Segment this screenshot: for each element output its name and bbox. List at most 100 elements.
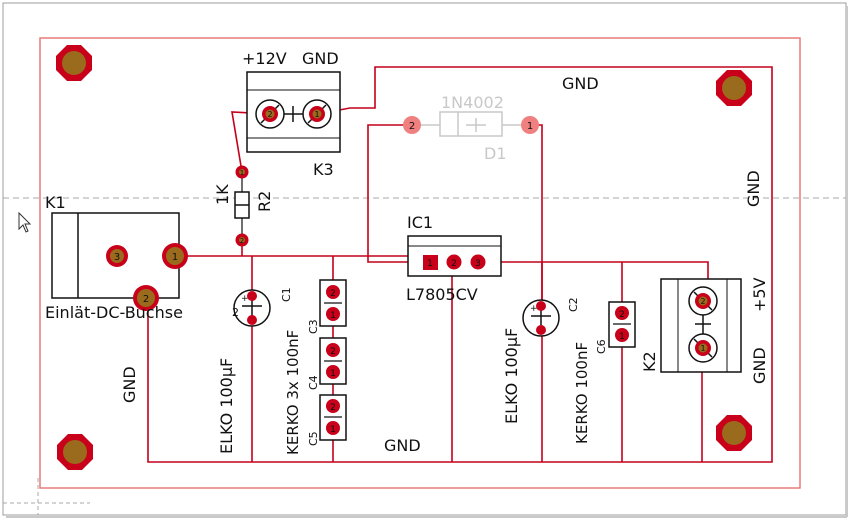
mounting-hole-top-right — [716, 70, 752, 106]
svg-text:2: 2 — [409, 121, 415, 132]
k3-label-plus12v: +12V — [242, 49, 287, 68]
k3-screw-2: 2 — [255, 99, 285, 129]
d1-pad-2: 2 — [403, 116, 421, 134]
c3-pad-1 — [326, 307, 340, 321]
mounting-hole-top-left — [56, 45, 92, 81]
board-outline — [39, 37, 801, 489]
c4-pad-2 — [326, 343, 340, 357]
svg-text:1: 1 — [172, 252, 178, 263]
svg-text:1: 1 — [619, 332, 625, 342]
ic1-ref: IC1 — [407, 213, 433, 232]
regulator-ic1[interactable]: 1 2 3 — [407, 235, 502, 277]
svg-text:2: 2 — [330, 403, 336, 413]
ic1-value: L7805CV — [406, 285, 478, 304]
k3-screw-1: 1 — [302, 99, 332, 129]
diode-d1[interactable]: 2 1 — [403, 111, 539, 137]
d1-pad-1: 1 — [521, 116, 539, 134]
capacitor-c2[interactable]: + — [522, 299, 560, 337]
kerko-group-value: KERKO 3x 100nF — [284, 330, 302, 455]
c6-pad-1 — [615, 328, 629, 342]
svg-text:3: 3 — [114, 252, 120, 263]
resistor-r2[interactable]: 1 2 — [234, 165, 250, 247]
svg-text:3: 3 — [475, 259, 481, 269]
capacitor-c4[interactable]: 2 1 — [319, 337, 347, 385]
mounting-hole-bottom-left — [57, 434, 93, 470]
svg-text:2: 2 — [619, 310, 625, 320]
r2-ref: R2 — [255, 191, 274, 212]
c3-ref: C3 — [307, 319, 320, 334]
ic1-pad-3: 3 — [470, 254, 486, 270]
capacitor-c1[interactable]: + 2 — [232, 289, 271, 327]
c6-pad-2 — [615, 306, 629, 320]
k3-pin-1: 1 — [314, 110, 319, 119]
svg-text:1: 1 — [330, 425, 336, 435]
c5-pad-1 — [326, 421, 340, 435]
k2-screw-1: 1 — [688, 333, 718, 363]
k3-ref: K3 — [313, 160, 334, 179]
k2-ref: K2 — [640, 351, 659, 372]
k2-screw-2: 2 — [688, 286, 718, 316]
r2-pad-2: 2 — [235, 233, 249, 247]
c2-value: ELKO 100µF — [502, 328, 521, 424]
c2-plus-sign: + — [530, 304, 538, 314]
connector-k3[interactable]: 2 1 — [246, 71, 341, 153]
capacitor-c5[interactable]: 2 1 — [319, 394, 347, 441]
svg-text:2: 2 — [330, 347, 336, 357]
mounting-hole-bottom-right — [716, 415, 752, 451]
k3-label-gnd: GND — [302, 49, 339, 68]
c1-pin-labels: 2 — [232, 306, 239, 319]
svg-text:1: 1 — [240, 169, 244, 177]
svg-text:2: 2 — [240, 237, 244, 245]
ic1-pad-2: 2 — [446, 254, 462, 270]
k1-value: Einlät-DC-Buchse — [45, 303, 183, 322]
c4-ref: C4 — [307, 375, 320, 390]
net-label-gnd-right: GND — [744, 170, 763, 207]
svg-text:2: 2 — [143, 294, 149, 305]
c1-pad-1 — [247, 315, 257, 325]
c2-pad-2 — [536, 301, 546, 311]
trace-d1-anode-to-ic1 — [367, 124, 430, 263]
c1-value: ELKO 100µF — [217, 358, 236, 454]
k1-pad-2: 2 — [133, 285, 159, 311]
r2-value: 1K — [213, 184, 232, 205]
d1-value: 1N4002 — [441, 93, 504, 112]
svg-text:2: 2 — [451, 259, 457, 269]
capacitor-c6[interactable]: 2 1 — [608, 301, 636, 348]
c4-pad-1 — [326, 365, 340, 379]
connector-k1[interactable]: 3 1 2 — [51, 212, 188, 311]
mouse-pointer-icon — [18, 211, 32, 233]
c1-ref: C1 — [280, 287, 293, 302]
k1-pad-3: 3 — [106, 245, 128, 267]
r2-pad-1: 1 — [235, 165, 249, 179]
k1-pad-1: 1 — [162, 243, 188, 269]
k2-label-gnd: GND — [750, 347, 769, 384]
k3-pin-2: 2 — [267, 110, 272, 119]
svg-text:1: 1 — [427, 259, 433, 269]
net-label-gnd-left: GND — [120, 366, 139, 403]
d1-ref: D1 — [484, 144, 507, 163]
mounting-holes — [56, 45, 752, 470]
connector-k2[interactable]: 2 1 — [660, 278, 742, 373]
svg-text:1: 1 — [330, 311, 336, 321]
c2-ref: C2 — [567, 297, 580, 312]
net-label-gnd-bottom: GND — [384, 436, 421, 455]
c2-pad-1 — [536, 325, 546, 335]
c6-ref: C6 — [595, 339, 608, 354]
ic1-pad-1: 1 — [423, 255, 438, 270]
svg-text:1: 1 — [330, 369, 336, 379]
c3-pad-2 — [326, 285, 340, 299]
k2-label-plus5v: +5V — [750, 277, 769, 312]
c5-ref: C5 — [307, 431, 320, 446]
c1-plus-sign: + — [241, 294, 249, 304]
svg-text:2: 2 — [700, 297, 705, 306]
svg-text:1: 1 — [700, 344, 705, 353]
capacitor-c3[interactable]: 2 1 — [319, 279, 347, 327]
c6-value: KERKO 100nF — [573, 342, 591, 444]
svg-text:1: 1 — [527, 121, 533, 132]
k1-ref: K1 — [45, 193, 66, 212]
svg-text:2: 2 — [330, 289, 336, 299]
d1-body — [439, 111, 503, 137]
c5-pad-2 — [326, 399, 340, 413]
c1-pad-2 — [247, 291, 257, 301]
